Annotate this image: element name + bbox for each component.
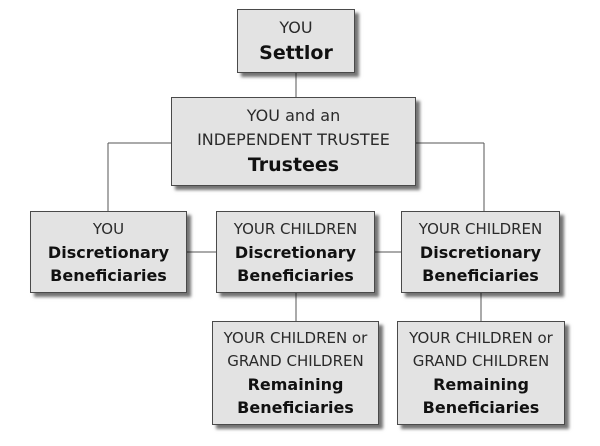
trustees-role: Trustees — [247, 154, 340, 176]
remaining-2-role-2: Beneficiaries — [422, 398, 540, 417]
you-discretionary-line1: YOU — [92, 219, 125, 238]
remaining-1-role-2: Beneficiaries — [237, 398, 354, 417]
trustees-box: YOU and an INDEPENDENT TRUSTEE Trustees — [171, 97, 416, 186]
remaining-1-line2: GRAND CHILDREN — [227, 352, 364, 370]
remaining-1-line1: YOUR CHILDREN or — [223, 329, 368, 347]
you-discretionary-role-1: Discretionary — [47, 242, 170, 262]
children-discretionary-box-1: YOUR CHILDREN Discretionary Beneficiarie… — [216, 211, 375, 293]
children-discretionary-1-role-2: Beneficiaries — [237, 265, 354, 285]
children-discretionary-2-role-2: Beneficiaries — [422, 265, 539, 285]
remaining-2-line1: YOUR CHILDREN or — [409, 329, 553, 347]
children-discretionary-2-role-1: Discretionary — [419, 242, 542, 262]
children-discretionary-box-2: YOUR CHILDREN Discretionary Beneficiarie… — [401, 211, 560, 293]
settlor-role: Settlor — [259, 41, 333, 64]
settlor-line1: YOU — [279, 17, 313, 37]
children-discretionary-1-role-1: Discretionary — [234, 242, 357, 262]
children-discretionary-1-line1: YOUR CHILDREN — [233, 219, 358, 238]
remaining-1-role-1: Remaining — [247, 375, 344, 394]
remaining-2-role-1: Remaining — [433, 375, 529, 394]
trustees-line1: YOU and an — [246, 106, 341, 125]
remaining-beneficiaries-box-1: YOUR CHILDREN or GRAND CHILDREN Remainin… — [212, 321, 379, 425]
remaining-beneficiaries-box-2: YOUR CHILDREN or GRAND CHILDREN Remainin… — [397, 321, 565, 425]
children-discretionary-2-line1: YOUR CHILDREN — [418, 219, 543, 238]
settlor-box: YOU Settlor — [237, 9, 355, 73]
you-discretionary-box: YOU Discretionary Beneficiaries — [30, 211, 187, 293]
remaining-2-line2: GRAND CHILDREN — [412, 352, 550, 370]
trustees-line2: INDEPENDENT TRUSTEE — [197, 130, 390, 149]
you-discretionary-role-2: Beneficiaries — [50, 265, 167, 285]
